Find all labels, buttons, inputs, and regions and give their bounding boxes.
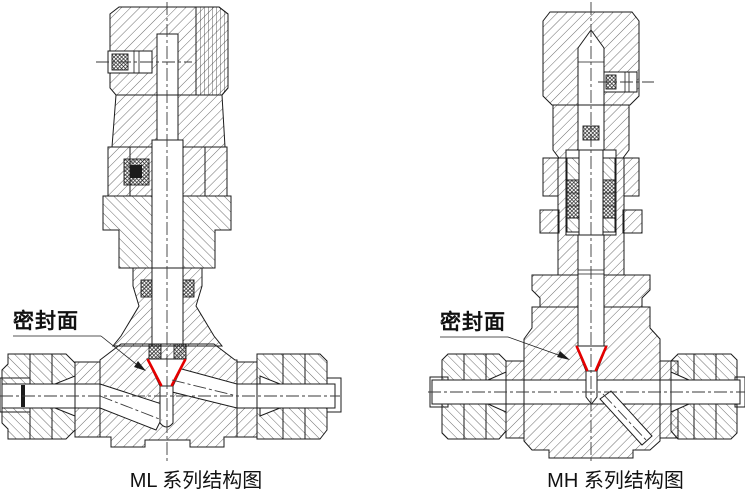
mh-seal-surface-highlight (575, 345, 589, 372)
mh-bonnet-group (539, 104, 643, 276)
mh-centerlines (428, 2, 745, 462)
mh-right-port-group (659, 353, 745, 440)
ml-handle-group (107, 6, 229, 96)
mh-leader-arrowhead (557, 351, 570, 360)
ml-seal-face-leader (13, 335, 146, 371)
ml-leader-arrowhead (134, 361, 146, 371)
ml-seal-surface-highlight (146, 358, 163, 387)
mh-packing (602, 179, 616, 219)
ml-centerlines (0, 2, 340, 462)
mh-seal-face-label: 密封面 (440, 311, 506, 334)
ml-bonnet-group (102, 94, 232, 347)
mh-seal-face-leader (440, 336, 570, 360)
mh-left-port-group (429, 353, 525, 440)
mh-seal-surface-highlight (594, 345, 608, 372)
ml-right-port-group (236, 353, 342, 440)
ml-left-port-group (0, 353, 101, 440)
mh-series-caption: MH 系列结构图 (547, 470, 684, 492)
ml-valve-drawing (0, 2, 342, 462)
ml-needle-group (146, 343, 187, 428)
ml-series-caption: ML 系列结构图 (129, 470, 263, 492)
mh-valve-drawing (428, 2, 745, 462)
ml-seal-face-label: 密封面 (13, 310, 79, 333)
mh-packing (566, 179, 580, 219)
